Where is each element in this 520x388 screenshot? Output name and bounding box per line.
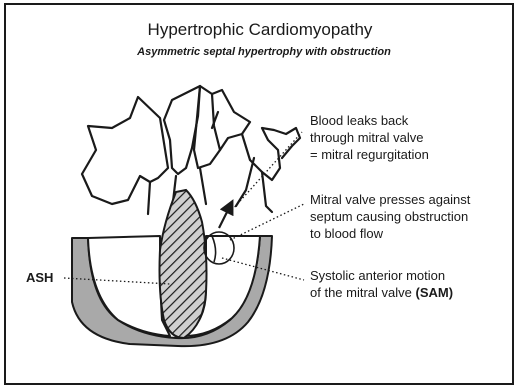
figure-title: Hypertrophic Cardiomyopathy xyxy=(148,20,373,39)
obstruction-text: Mitral valve presses against septum caus… xyxy=(310,192,474,241)
sam-line2-bold: (SAM) xyxy=(416,285,454,300)
ash-label: ASH xyxy=(26,270,53,285)
sam-line1: Systolic anterior motion xyxy=(310,268,445,283)
obstruction-line3: to blood flow xyxy=(310,226,384,241)
sam-text: Systolic anterior motion of the mitral v… xyxy=(310,268,453,300)
leader-obstruction xyxy=(230,204,304,240)
regurgitation-line2: through mitral valve xyxy=(310,130,423,145)
obstruction-line1: Mitral valve presses against xyxy=(310,192,471,207)
sam-line2-prefix: of the mitral valve xyxy=(310,285,416,300)
regurgitation-line1: Blood leaks back xyxy=(310,113,409,128)
regurgitation-line3: = mitral regurgitation xyxy=(310,147,429,162)
figure-subtitle: Asymmetric septal hypertrophy with obstr… xyxy=(136,46,391,58)
regurgitation-arrow xyxy=(219,206,230,228)
hypertrophied-septum xyxy=(160,190,207,338)
regurgitation-text: Blood leaks back through mitral valve = … xyxy=(310,113,429,162)
obstruction-line2: septum causing obstruction xyxy=(310,209,468,224)
leader-regurgitation xyxy=(232,132,302,210)
